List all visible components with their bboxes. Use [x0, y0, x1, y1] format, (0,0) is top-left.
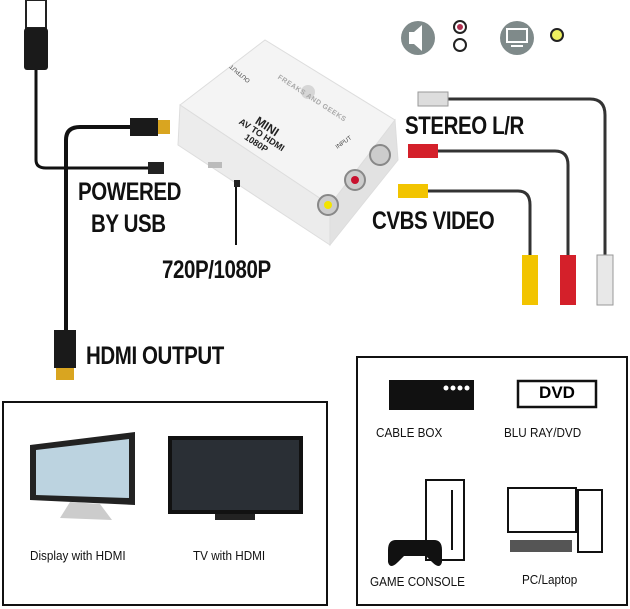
cvbs-label: CVBS VIDEO	[372, 207, 495, 235]
yellow-rca-jack-icon	[550, 28, 564, 42]
game-console-icon	[388, 479, 465, 566]
resolution-label: 720P/1080P	[162, 256, 271, 284]
display-icon	[500, 21, 534, 55]
desktop-pc-icon	[507, 487, 603, 553]
white-rca-jack-icon	[453, 38, 467, 52]
cable-box-icon	[389, 380, 474, 410]
by-usb-label: BY USB	[91, 210, 166, 238]
powered-label: POWERED	[78, 178, 182, 206]
hdmi-output-label: HDMI OUTPUT	[86, 342, 224, 370]
usb-cable	[24, 0, 164, 174]
output-label-tv: TV with HDMI	[193, 548, 266, 563]
output-devices-panel	[2, 401, 328, 606]
output-label-display: Display with HDMI	[30, 548, 126, 563]
source-label-pc: PC/Laptop	[522, 572, 578, 587]
source-devices-panel	[356, 356, 628, 606]
tv-icon	[168, 436, 303, 520]
stereo-label: STEREO L/R	[405, 112, 524, 140]
hdmi-cable	[54, 118, 170, 380]
monitor-icon	[30, 432, 135, 520]
source-label-game-console: GAME CONSOLE	[370, 574, 465, 589]
source-label-dvd: BLU RAY/DVD	[504, 425, 582, 440]
source-label-cable-box: CABLE BOX	[376, 425, 443, 440]
av-to-hdmi-converter	[177, 39, 399, 247]
brand-logo-icon	[301, 85, 315, 99]
rca-cables	[398, 91, 614, 306]
dvd-badge: DVD	[539, 383, 575, 402]
dvd-player-icon	[516, 379, 598, 409]
